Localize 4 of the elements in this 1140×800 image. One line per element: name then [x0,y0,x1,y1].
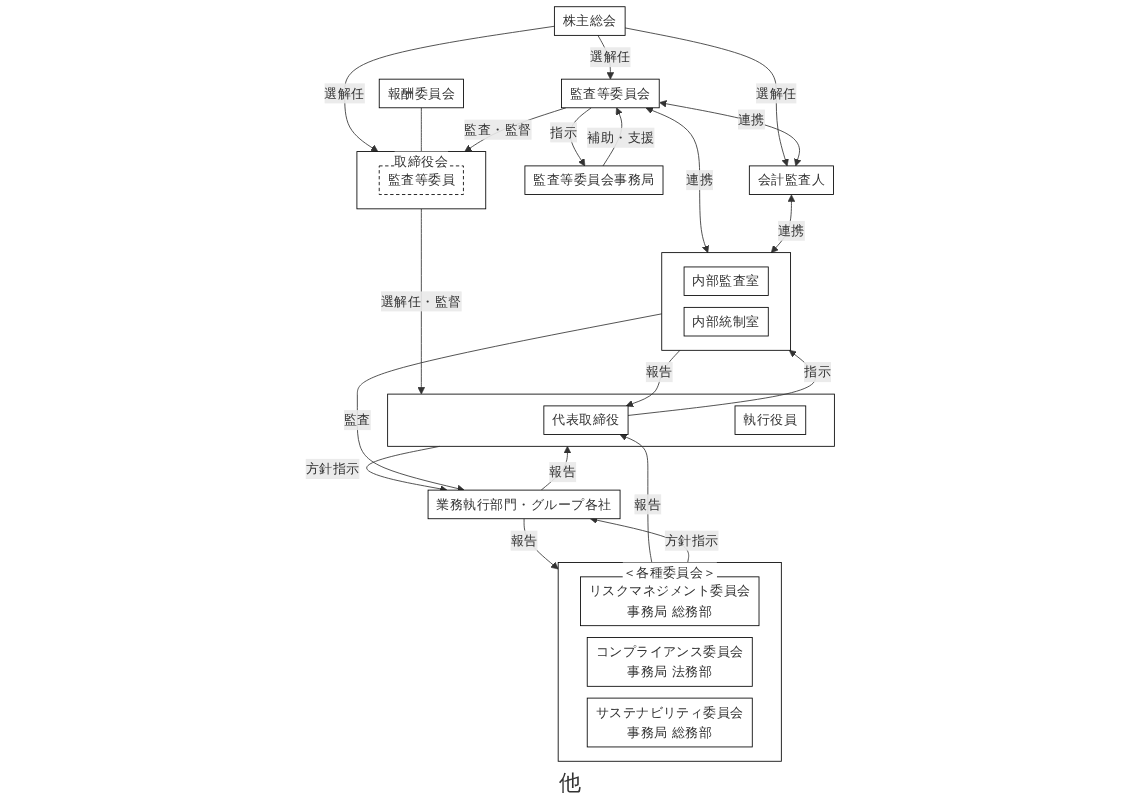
connector [420,107,422,152]
note-text: 他 [559,770,581,796]
cluster [661,252,791,351]
cluster [387,393,835,447]
